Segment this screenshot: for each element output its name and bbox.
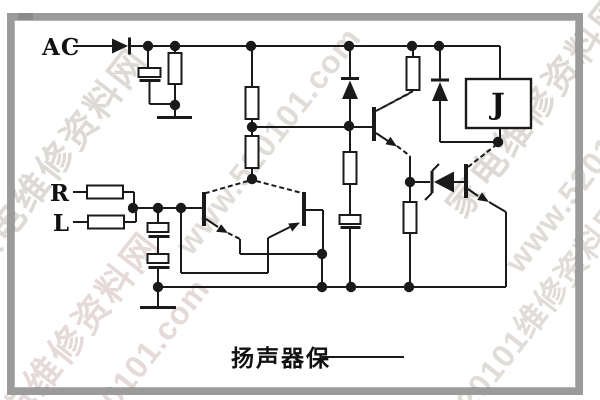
resistor-r8	[73, 210, 137, 230]
transistor-q1	[133, 180, 322, 255]
power-rail	[73, 45, 501, 79]
zener-diode-icon	[410, 163, 464, 201]
resistor-r3	[244, 135, 260, 179]
caption-text: 扬声器保	[231, 345, 331, 371]
resistor-r6	[402, 182, 418, 287]
relay-label: J	[488, 87, 505, 121]
transistor-q4	[464, 144, 507, 287]
capacitor-c2	[146, 208, 170, 254]
diode-d3	[431, 46, 498, 143]
resistor-r1	[167, 46, 183, 105]
resistor-r7	[73, 184, 135, 206]
resistor-r2	[244, 46, 260, 136]
transistor-q3	[372, 91, 413, 179]
relay-box: J	[464, 77, 533, 142]
diode-d2	[341, 46, 359, 152]
capacitor-c4	[338, 214, 362, 287]
rectifier-diode-icon	[112, 37, 131, 55]
junction-dots	[127, 40, 504, 293]
ac-input-label: AC	[41, 34, 80, 61]
transistor-q2	[180, 180, 324, 287]
right-input-label: R	[50, 180, 70, 207]
left-input-label: L	[53, 210, 70, 237]
resistor-r4	[342, 151, 358, 215]
resistor-r5	[377, 46, 421, 111]
